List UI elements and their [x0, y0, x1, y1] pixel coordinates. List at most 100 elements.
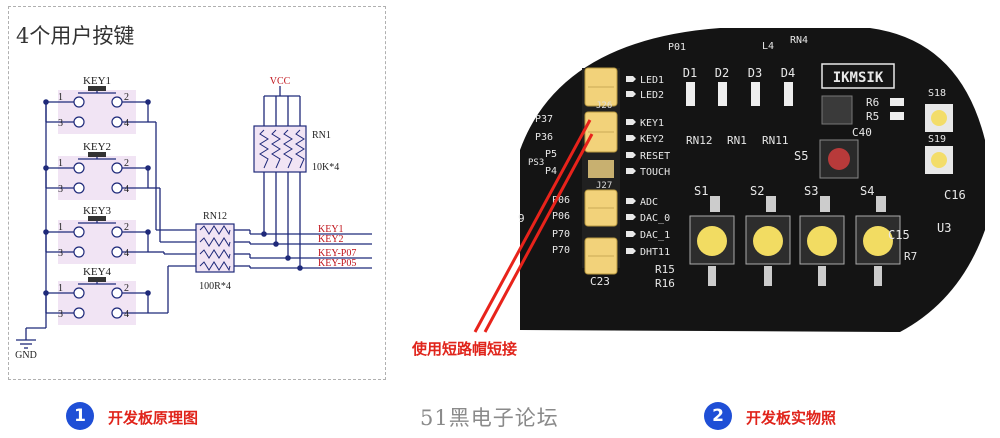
- pin-label: 4: [124, 118, 129, 129]
- silk-arrow: [626, 168, 636, 174]
- silk-p36: P36: [535, 132, 553, 143]
- gnd-label: GND: [15, 350, 37, 361]
- silk-rn12: RN12: [686, 134, 713, 147]
- junction-dot: [261, 231, 267, 237]
- vcc-label: VCC: [270, 76, 291, 87]
- key-body: [58, 220, 136, 264]
- pin-label: 2: [124, 92, 129, 103]
- switch-leg: [876, 196, 886, 212]
- switch-label: S2: [750, 184, 764, 198]
- ic-chip: [821, 95, 853, 125]
- brand-label: IKMSIK: [833, 70, 884, 86]
- contact: [111, 162, 123, 174]
- contact: [73, 116, 85, 128]
- silk-9: 9: [518, 212, 525, 225]
- silk-ps3: PS3: [528, 158, 544, 168]
- silk-arrow: [626, 152, 636, 158]
- key-cap: [88, 277, 106, 282]
- silk-r5: R5: [866, 110, 879, 123]
- silk-u3: U3: [937, 221, 951, 235]
- contact: [111, 116, 123, 128]
- button-s19: [931, 152, 947, 168]
- pin-label: 1: [58, 92, 63, 103]
- led-label: D4: [781, 66, 795, 80]
- jumper-label: LED1: [640, 75, 664, 86]
- key-body: [58, 90, 136, 134]
- pin-label: 1: [58, 158, 63, 169]
- key-label: KEY1: [83, 75, 111, 87]
- annotation-arrow: [483, 133, 594, 333]
- rn1-resistor: [259, 129, 269, 169]
- pin-label: 2: [124, 222, 129, 233]
- contact: [111, 96, 123, 108]
- silk-p70a: P70: [552, 229, 570, 240]
- switch-leg: [818, 266, 826, 286]
- pin-label: 2: [124, 283, 129, 294]
- junction-dot: [285, 255, 291, 261]
- jumper-label: RESET: [640, 151, 670, 162]
- silk-arrow: [626, 91, 636, 97]
- contact: [111, 246, 123, 258]
- watermark: 51黑电子论坛: [420, 406, 559, 430]
- reset-button: [828, 148, 850, 170]
- silk-r15: R15: [655, 263, 675, 276]
- pin-label: 3: [58, 184, 63, 195]
- led-body: [718, 82, 727, 106]
- silk-p06a: P06: [552, 195, 570, 206]
- user-button: [697, 226, 727, 256]
- key-label: KEY4: [83, 266, 112, 278]
- pin-label: 3: [58, 248, 63, 259]
- junction-dot: [145, 290, 151, 296]
- silk-c23: C23: [590, 275, 610, 288]
- silk-j26: J26: [596, 101, 612, 111]
- contact: [73, 96, 85, 108]
- led-label: D3: [748, 66, 762, 80]
- silk-p37: P37: [535, 114, 553, 125]
- silk-j27: J27: [596, 181, 612, 191]
- smd-r6: [890, 98, 904, 106]
- user-button: [863, 226, 893, 256]
- rn1-body: [253, 125, 307, 173]
- user-button: [807, 226, 837, 256]
- contact: [73, 162, 85, 174]
- contact: [111, 182, 123, 194]
- contact: [111, 287, 123, 299]
- key-cap: [88, 216, 106, 221]
- contact: [73, 307, 85, 319]
- pin-label: 4: [124, 309, 129, 320]
- caption-badge-2: 2: [704, 402, 732, 430]
- silk-arrow: [626, 198, 636, 204]
- net-label: KEY1: [318, 224, 344, 235]
- rn1-label: RN1: [312, 130, 331, 141]
- switch-leg: [708, 266, 716, 286]
- led-body: [784, 82, 793, 106]
- silk-arrow: [626, 248, 636, 254]
- pin-label: 1: [58, 283, 63, 294]
- key-label: KEY3: [83, 205, 112, 217]
- header-pin-block: [588, 160, 614, 178]
- contact: [111, 307, 123, 319]
- silk-arrow: [626, 135, 636, 141]
- contact: [73, 246, 85, 258]
- key-label: KEY2: [83, 141, 111, 153]
- annotation-arrow: [473, 119, 592, 333]
- silk-arrow: [626, 231, 636, 237]
- contact: [73, 287, 85, 299]
- junction-dot: [273, 241, 279, 247]
- user-button: [753, 226, 783, 256]
- silk-rn1: RN1: [727, 134, 747, 147]
- led-body: [686, 82, 695, 106]
- brand-box: [821, 63, 895, 89]
- silk-arrow: [626, 119, 636, 125]
- annotation-text: 使用短路帽短接: [411, 340, 517, 358]
- jumper-label: KEY2: [640, 134, 664, 145]
- switch-leg: [764, 266, 772, 286]
- jumper-label: DHT11: [640, 247, 670, 258]
- caption-badge-1: 1: [66, 402, 94, 430]
- pin-label: 4: [124, 184, 129, 195]
- silk-arrow: [626, 214, 636, 220]
- rn1-value: 10K*4: [312, 162, 339, 173]
- pin-label: 3: [58, 118, 63, 129]
- schematic-panel: [8, 6, 386, 380]
